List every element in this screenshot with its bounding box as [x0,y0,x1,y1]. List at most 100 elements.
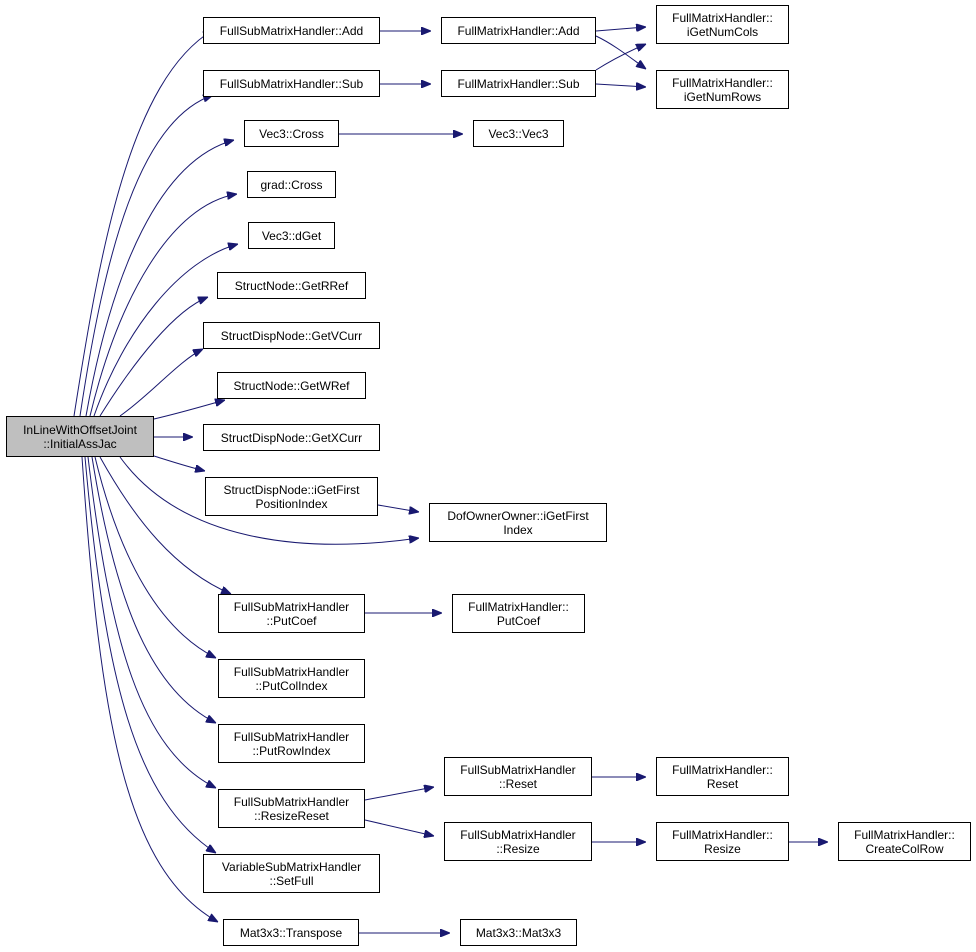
node-vec3-cross[interactable]: Vec3::Cross [244,120,339,147]
node-fsm-resize[interactable]: FullSubMatrixHandler::Resize [444,822,592,861]
edge-root-to-vec3-cross [85,140,234,417]
edge-fm-add-to-fm-rows [595,35,646,69]
edge-root-to-fsm-resizereset [87,456,216,788]
node-sdn-getvcurr[interactable]: StructDispNode::GetVCurr [203,322,380,349]
node-label-line: ::Reset [498,776,537,791]
node-fm-sub[interactable]: FullMatrixHandler::Sub [441,70,596,97]
node-label-line: FullMatrixHandler::Add [457,23,580,38]
edge-root-to-fsm-putrowindex [91,456,216,723]
node-label-line: Index [503,522,533,537]
node-label-line: FullSubMatrixHandler [233,794,350,809]
node-fm-cols[interactable]: FullMatrixHandler::iGetNumCols [656,5,789,44]
node-label-line: FullSubMatrixHandler [233,729,350,744]
edge-root-to-mat3x3-transpose [81,456,218,922]
edge-root-to-fsm-putcoef [99,456,231,594]
node-vsm-setfull[interactable]: VariableSubMatrixHandler::SetFull [203,854,380,893]
node-label-line: FullSubMatrixHandler::Sub [219,76,364,91]
node-label-line: FullMatrixHandler:: [672,75,773,90]
node-label-line: ::Resize [496,841,540,856]
node-label-line: iGetNumCols [686,24,759,39]
node-fm-reset[interactable]: FullMatrixHandler::Reset [656,757,789,796]
node-label-line: Vec3::Cross [259,126,324,141]
edge-root-to-sn-getwref [153,400,225,420]
node-vec3-dget[interactable]: Vec3::dGet [248,222,335,249]
edge-root-to-sdn-igetfirst [153,455,205,471]
node-fsm-putrowindex[interactable]: FullSubMatrixHandler::PutRowIndex [218,724,365,763]
node-fsm-reset[interactable]: FullSubMatrixHandler::Reset [444,757,592,796]
edge-fm-sub-to-fm-cols [595,44,646,71]
node-label-line: ::PutCoef [266,613,317,628]
node-label-line: FullSubMatrixHandler::Add [219,23,364,38]
node-fsm-resizereset[interactable]: FullSubMatrixHandler::ResizeReset [218,789,365,828]
node-sdn-getxcurr[interactable]: StructDispNode::GetXCurr [203,424,380,451]
node-sn-getrref[interactable]: StructNode::GetRRef [217,272,366,299]
node-label-line: grad::Cross [260,177,323,192]
node-label-line: PutCoef [496,613,541,628]
node-fm-createcolrow[interactable]: FullMatrixHandler::CreateColRow [838,822,971,861]
node-label-line: FullSubMatrixHandler [233,664,350,679]
edge-root-to-sdn-getvcurr [119,349,203,417]
node-label-line: CreateColRow [865,841,944,856]
node-fsm-add[interactable]: FullSubMatrixHandler::Add [203,17,380,44]
edge-root-to-doo-igetfirst [119,456,419,545]
node-label-line: StructNode::GetWRef [233,378,350,393]
edge-fsm-resizereset-to-fsm-resize [364,819,434,836]
node-label-line: VariableSubMatrixHandler [221,859,362,874]
node-label-line: ::SetFull [269,873,314,888]
node-label-line: FullMatrixHandler:: [672,10,773,25]
edge-root-to-fsm-add [73,30,213,417]
node-fm-rows[interactable]: FullMatrixHandler::iGetNumRows [656,70,789,109]
node-label-line: Mat3x3::Mat3x3 [475,925,562,940]
node-label-line: DofOwnerOwner::iGetFirst [447,508,589,523]
node-label-line: ::InitialAssJac [43,436,117,451]
node-label-line: iGetNumRows [683,89,762,104]
node-mat3x3-transpose[interactable]: Mat3x3::Transpose [223,919,359,946]
node-label-line: InLineWithOffsetJoint [23,422,137,437]
node-fsm-sub[interactable]: FullSubMatrixHandler::Sub [203,70,380,97]
node-grad-cross[interactable]: grad::Cross [247,171,336,198]
node-label-line: StructDispNode::iGetFirst [223,482,360,497]
node-label-line: FullMatrixHandler:: [468,599,569,614]
node-label-line: ::ResizeReset [254,808,329,823]
edge-fsm-resizereset-to-fsm-reset [364,787,434,801]
node-fsm-putcoef[interactable]: FullSubMatrixHandler::PutCoef [218,594,365,633]
node-fm-putcoef[interactable]: FullMatrixHandler::PutCoef [452,594,585,633]
edge-fm-add-to-fm-cols [595,27,646,31]
edge-fm-sub-to-fm-rows [595,84,646,87]
node-fm-resize[interactable]: FullMatrixHandler::Resize [656,822,789,861]
node-mat3x3-mat3x3[interactable]: Mat3x3::Mat3x3 [460,919,577,946]
node-label-line: FullMatrixHandler:: [672,827,773,842]
node-label-line: FullSubMatrixHandler [233,599,350,614]
edge-root-to-grad-cross [89,194,237,417]
node-label-line: FullMatrixHandler::Sub [457,76,580,91]
node-label-line: StructDispNode::GetVCurr [220,328,363,343]
node-label-line: PositionIndex [255,496,328,511]
node-fsm-putcolindex[interactable]: FullSubMatrixHandler::PutColIndex [218,659,365,698]
edge-root-to-vsm-setfull [84,456,216,853]
node-label-line: ::PutRowIndex [252,743,331,758]
node-label-line: Reset [706,776,739,791]
node-fm-add[interactable]: FullMatrixHandler::Add [441,17,596,44]
edge-root-to-fsm-putcolindex [94,456,216,658]
node-label-line: FullMatrixHandler:: [854,827,955,842]
edge-root-to-vec3-dget [93,244,238,417]
node-label-line: FullSubMatrixHandler [460,827,576,842]
node-label-line: Resize [704,841,741,856]
node-label-line: Mat3x3::Transpose [239,925,343,940]
edge-root-to-fsm-sub [79,95,213,417]
node-vec3-vec3[interactable]: Vec3::Vec3 [473,120,564,147]
node-label-line: FullMatrixHandler:: [672,762,773,777]
node-label-line: Vec3::Vec3 [488,126,549,141]
node-label-line: StructDispNode::GetXCurr [220,430,363,445]
edge-root-to-sn-getrref [99,297,208,417]
node-label-line: ::PutColIndex [255,678,328,693]
node-label-line: FullSubMatrixHandler [460,762,576,777]
node-sn-getwref[interactable]: StructNode::GetWRef [217,372,366,399]
node-label-line: Vec3::dGet [261,228,322,243]
node-root: InLineWithOffsetJoint::InitialAssJac [6,416,154,457]
edge-sdn-igetfirst-to-doo-igetfirst [377,504,419,512]
